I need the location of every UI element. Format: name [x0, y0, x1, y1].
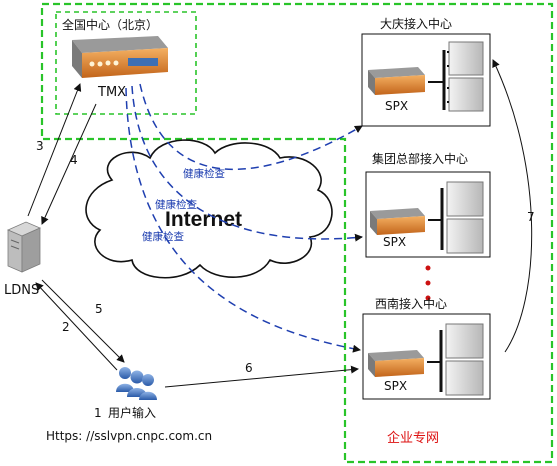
spx-appliance-icon — [368, 67, 425, 95]
user-group-icon[interactable] — [116, 367, 157, 400]
internet-label: Internet — [165, 208, 242, 231]
step-7-label: 7 — [527, 210, 535, 224]
step-1-label: 1 — [94, 406, 102, 420]
enterprise-zone-border — [40, 2, 554, 464]
spx-appliance-icon — [368, 350, 424, 377]
ldns-label: LDNS — [4, 283, 39, 298]
step-6-arrow — [164, 365, 359, 388]
step-2-label: 2 — [62, 320, 70, 334]
health-check-label-1: 健康检查 — [183, 167, 225, 180]
step-4-label: 4 — [70, 153, 78, 167]
step-2-arrow — [35, 282, 118, 371]
internet-cloud-icon — [85, 139, 333, 279]
ellipsis-dots-icon — [425, 265, 431, 301]
https-url-label: Https: //sslvpn.cnpc.com.cn — [46, 429, 212, 443]
step-3-arrow — [27, 83, 82, 217]
step-7-arrow — [492, 59, 533, 353]
server-rack-icon — [446, 181, 484, 254]
hq-zone-label: 全国中心（北京） — [62, 17, 158, 32]
enterprise-zone-label: 企业专网 — [387, 430, 439, 446]
center-daqing[interactable]: 大庆接入中心 SPX — [361, 16, 491, 127]
server-rack-icon — [447, 41, 484, 112]
tmx-appliance-icon[interactable] — [72, 36, 168, 78]
spx-label: SPX — [385, 99, 408, 113]
health-check-arrow-southwest — [125, 87, 361, 353]
health-check-label-2: 健康检查 — [155, 198, 197, 211]
step-3-label: 3 — [36, 139, 44, 153]
step-5-arrow — [41, 279, 125, 363]
spx-label: SPX — [383, 235, 406, 249]
server-rack-icon — [445, 323, 484, 396]
users-label: 用户输入 — [108, 405, 156, 420]
step-4-arrow — [41, 103, 97, 225]
health-check-label-3: 健康检查 — [142, 230, 184, 243]
health-check-arrow-daqing — [139, 83, 363, 170]
spx-appliance-icon — [370, 208, 425, 235]
center-title: 大庆接入中心 — [380, 16, 452, 31]
step-6-label: 6 — [245, 361, 253, 375]
spx-label: SPX — [384, 379, 407, 393]
center-title: 西南接入中心 — [375, 296, 447, 311]
step-5-label: 5 — [95, 302, 103, 316]
hq-zone-border — [55, 11, 197, 115]
tmx-label: TMX — [97, 85, 126, 100]
center-southwest[interactable]: 西南接入中心 SPX — [362, 296, 491, 400]
health-check-arrow-hq — [131, 85, 363, 242]
center-title: 集团总部接入中心 — [372, 151, 468, 166]
center-group-hq[interactable]: 集团总部接入中心 SPX — [365, 151, 491, 258]
ldns-server-tower-icon[interactable] — [7, 221, 41, 273]
